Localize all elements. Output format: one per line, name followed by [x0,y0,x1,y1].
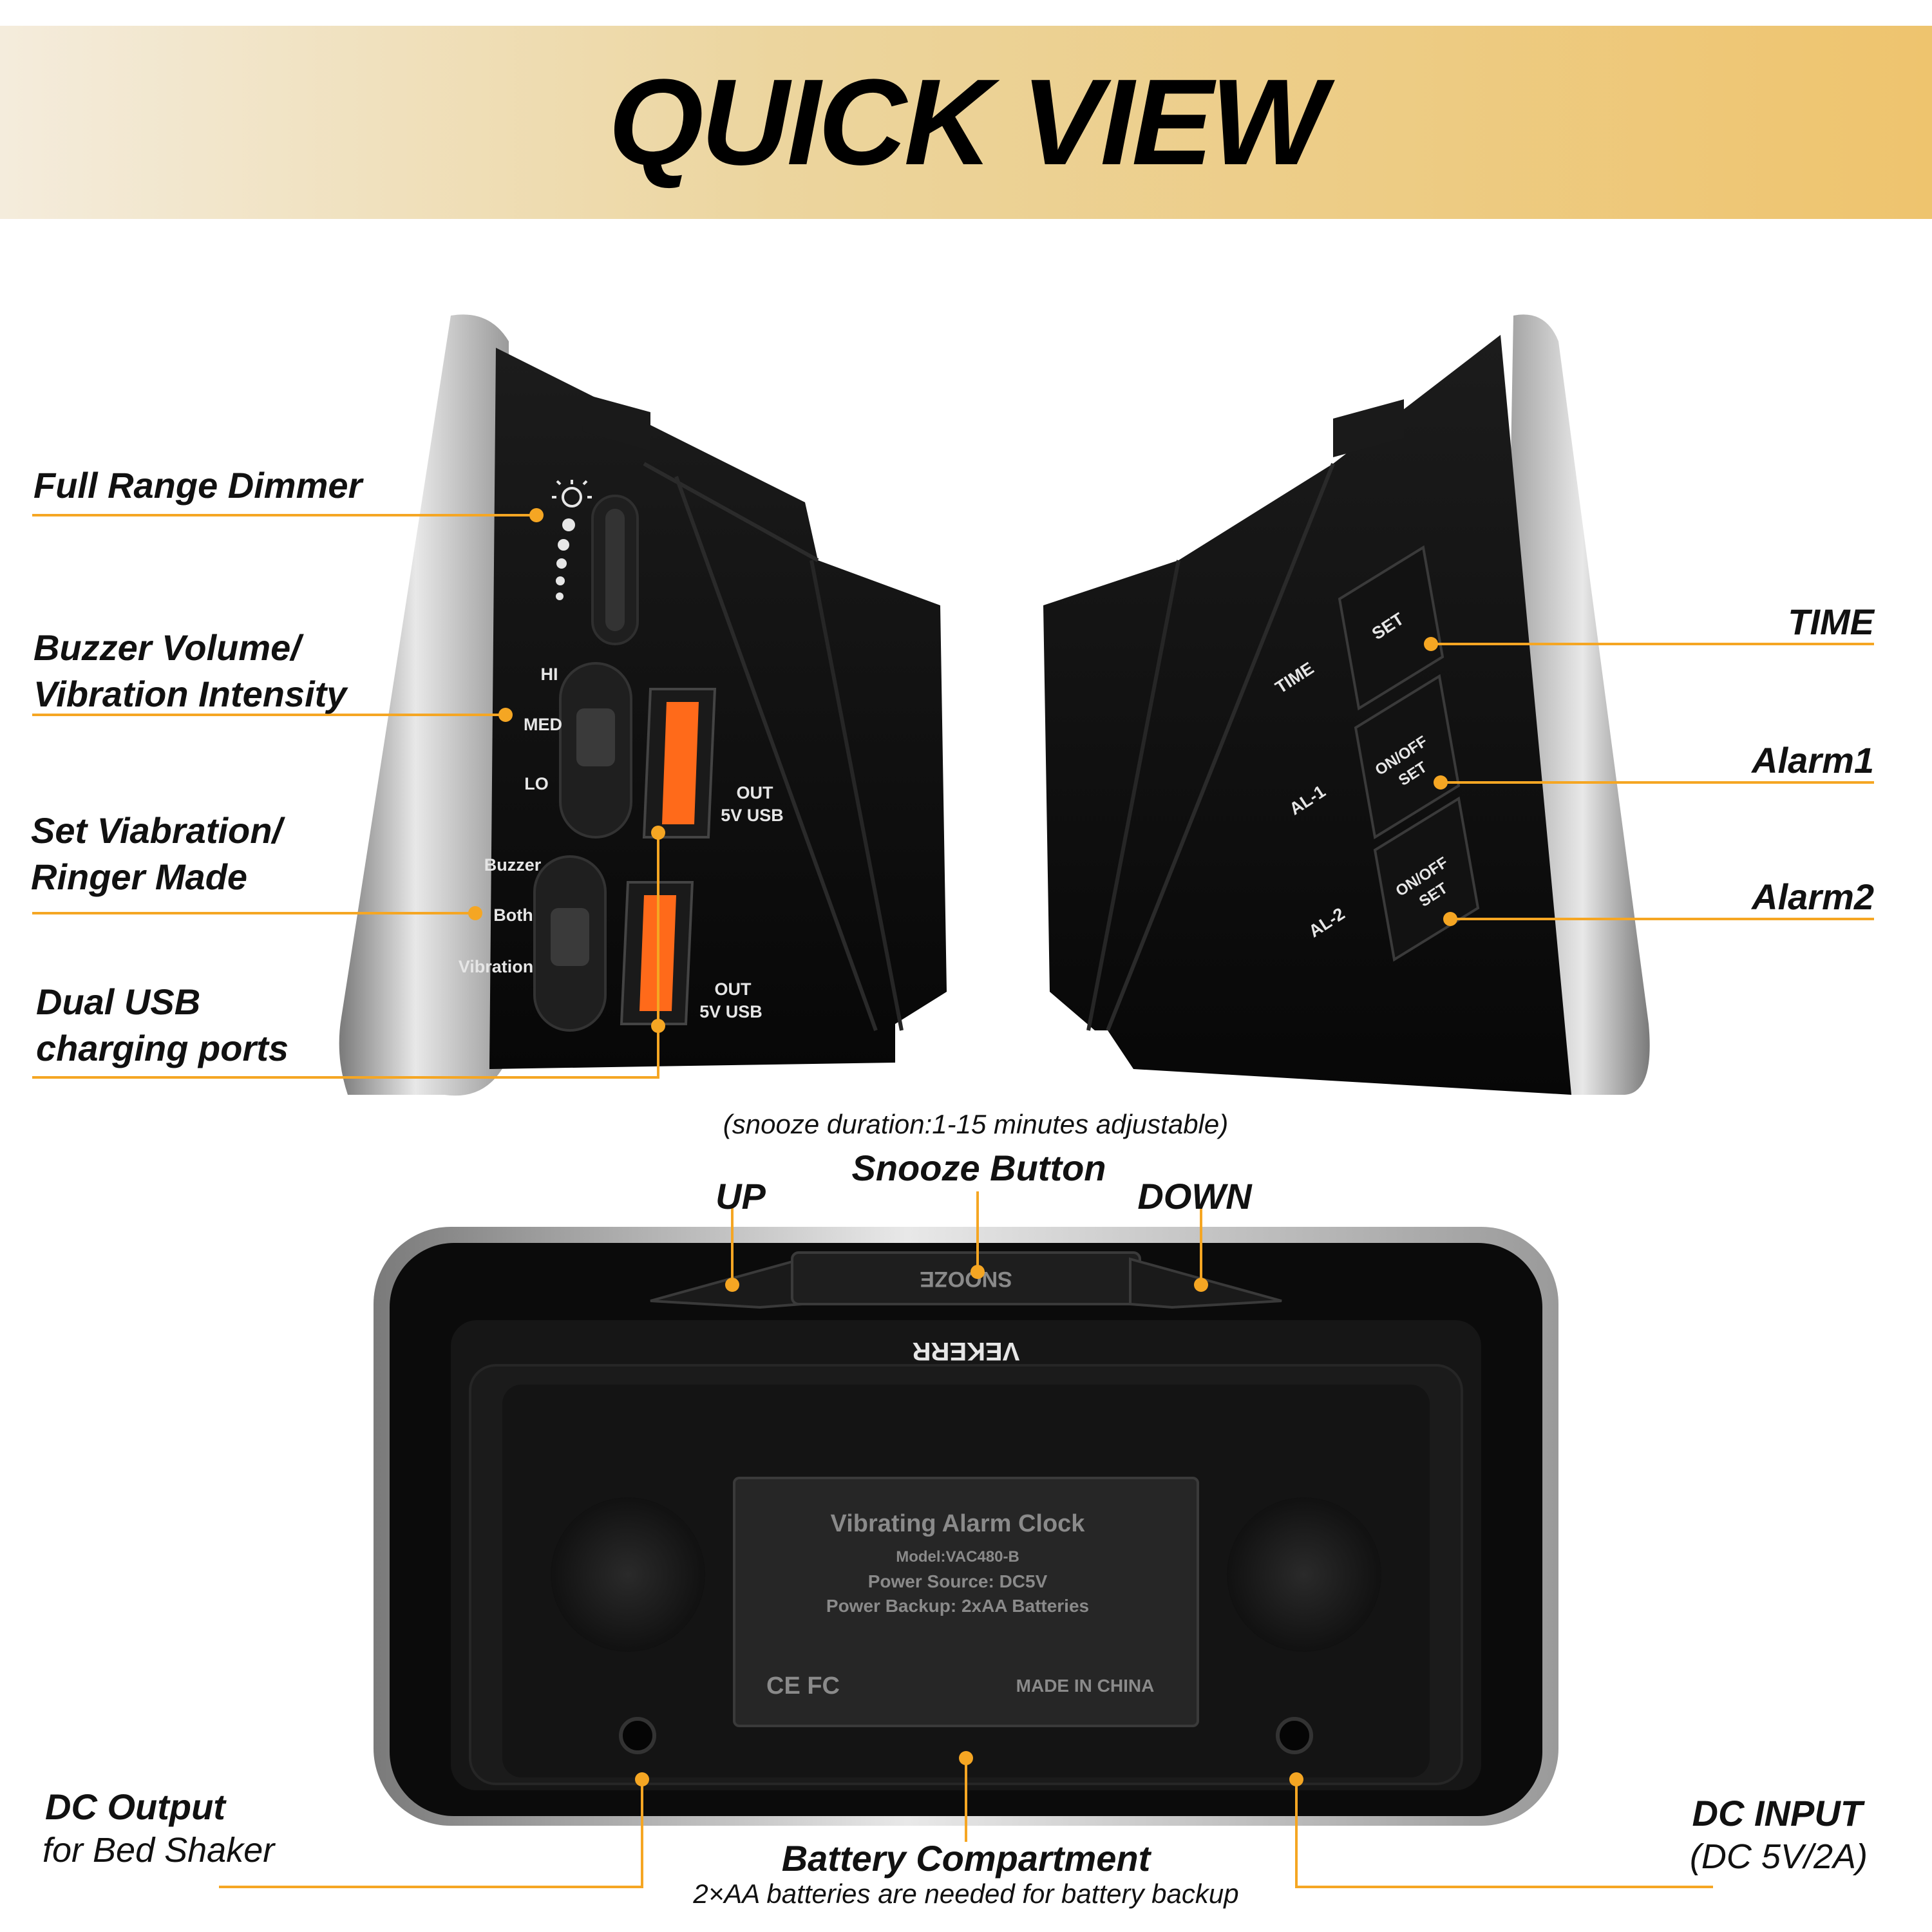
right-speaker-grille [1227,1497,1381,1652]
battery-cover-sticker[interactable] [733,1477,1199,1727]
dc-input-callout: DC INPUT [1692,1793,1862,1833]
usb-callout-line1: Dual USB [36,981,201,1022]
sticker-power-backup: Power Backup: 2xAA Batteries [826,1596,1089,1616]
snooze-note: (snooze duration:1-15 minutes adjustable… [723,1109,1229,1139]
alarm2-callout: Alarm2 [1752,876,1874,917]
sticker-title: Vibrating Alarm Clock [831,1510,1086,1537]
buzzer-callout-line2: Vibration Intensity [33,674,347,714]
down-callout: DOWN [1137,1176,1252,1217]
up-callout: UP [715,1176,766,1217]
dc-output-jack[interactable] [619,1717,656,1754]
alarm1-callout: Alarm1 [1752,740,1874,781]
page-title: QUICK VIEW [608,54,1327,191]
usb-callout-line2: charging ports [36,1028,289,1068]
sticker-certs: CE FC [766,1672,840,1700]
leader-dots [468,508,1457,1786]
time-set-button[interactable] [1338,545,1444,711]
dc-output-sub: for Bed Shaker [43,1831,275,1870]
dc-input-sub: (DC 5V/2A) [1689,1837,1868,1876]
hi-label: HI [541,665,558,684]
time-callout: TIME [1788,601,1874,642]
sticker-power-source: Power Source: DC5V [868,1571,1048,1591]
snooze-embossed: SNOOZE [920,1267,1012,1291]
buzzer-callout-line1: Buzzer Volume/ [33,627,301,668]
usb-port-1[interactable] [642,688,717,838]
snooze-callout: Snooze Button [851,1148,1106,1188]
title-banner [0,26,1932,219]
al1-button[interactable] [1354,674,1461,840]
usb1-out-label: OUT [737,783,774,802]
lo-label: LO [524,774,549,793]
dc-output-callout: DC Output [45,1786,225,1827]
buzzer-label: Buzzer [484,855,542,875]
usb1-spec-label: 5V USB [721,806,784,825]
battery-callout: Battery Compartment [781,1838,1151,1879]
sticker-model: Model:VAC480-B [896,1548,1019,1566]
mode-callout-line1: Set Viabration/ [31,810,283,851]
left-speaker-grille [551,1497,705,1652]
mode-callout-line2: Ringer Made [31,857,248,897]
med-label: MED [524,715,562,734]
left-side-view: HI MED LO Buzzer Both Vibration OUT 5V U… [339,314,947,1096]
volume-switch[interactable] [559,662,632,838]
leader-lines [32,514,1874,1888]
usb2-out-label: OUT [715,980,752,999]
brand-logo: VEKERR [913,1337,1020,1365]
dc-input-jack[interactable] [1276,1717,1313,1754]
mode-switch[interactable] [533,855,607,1032]
brightness-icon [552,480,592,600]
both-label: Both [493,905,533,925]
right-side-view: TIME SET AL-1 ON/OFF SET AL-2 ON/OFF SET [1043,314,1650,1095]
dimmer-wheel[interactable] [591,495,639,645]
back-view: SNOOZE VEKERR Vibrating Alarm Clock Mode… [374,1227,1558,1826]
vibration-label: Vibration [459,957,534,976]
battery-sub: 2×AA batteries are needed for battery ba… [693,1879,1239,1909]
sticker-made-in: MADE IN CHINA [1016,1676,1155,1696]
usb2-spec-label: 5V USB [699,1002,762,1021]
dimmer-callout: Full Range Dimmer [33,465,363,506]
